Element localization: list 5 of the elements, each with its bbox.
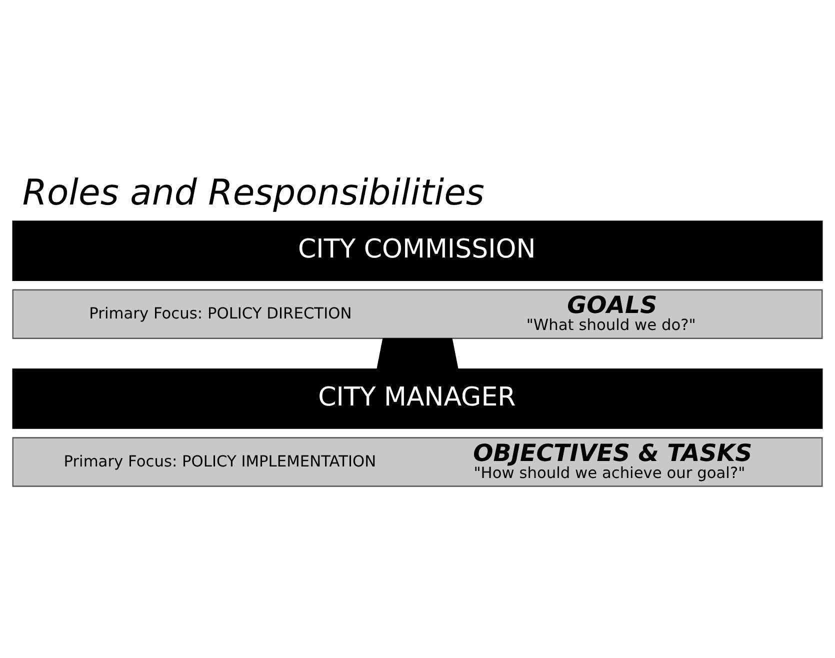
node-box: CITY COMMISSION (12, 220, 823, 280)
diagram-title: Roles and Responsibilities (22, 172, 484, 214)
node-box: CITY MANAGER (12, 368, 823, 428)
node-box: Primary Focus: POLICY DIRECTION GOALS "What should we do?" (12, 288, 823, 338)
node-box: Primary Focus: POLICY IMPLEMENTATION OBJECTIVES & TASKS "How should we achieve our goal?" (12, 436, 823, 486)
